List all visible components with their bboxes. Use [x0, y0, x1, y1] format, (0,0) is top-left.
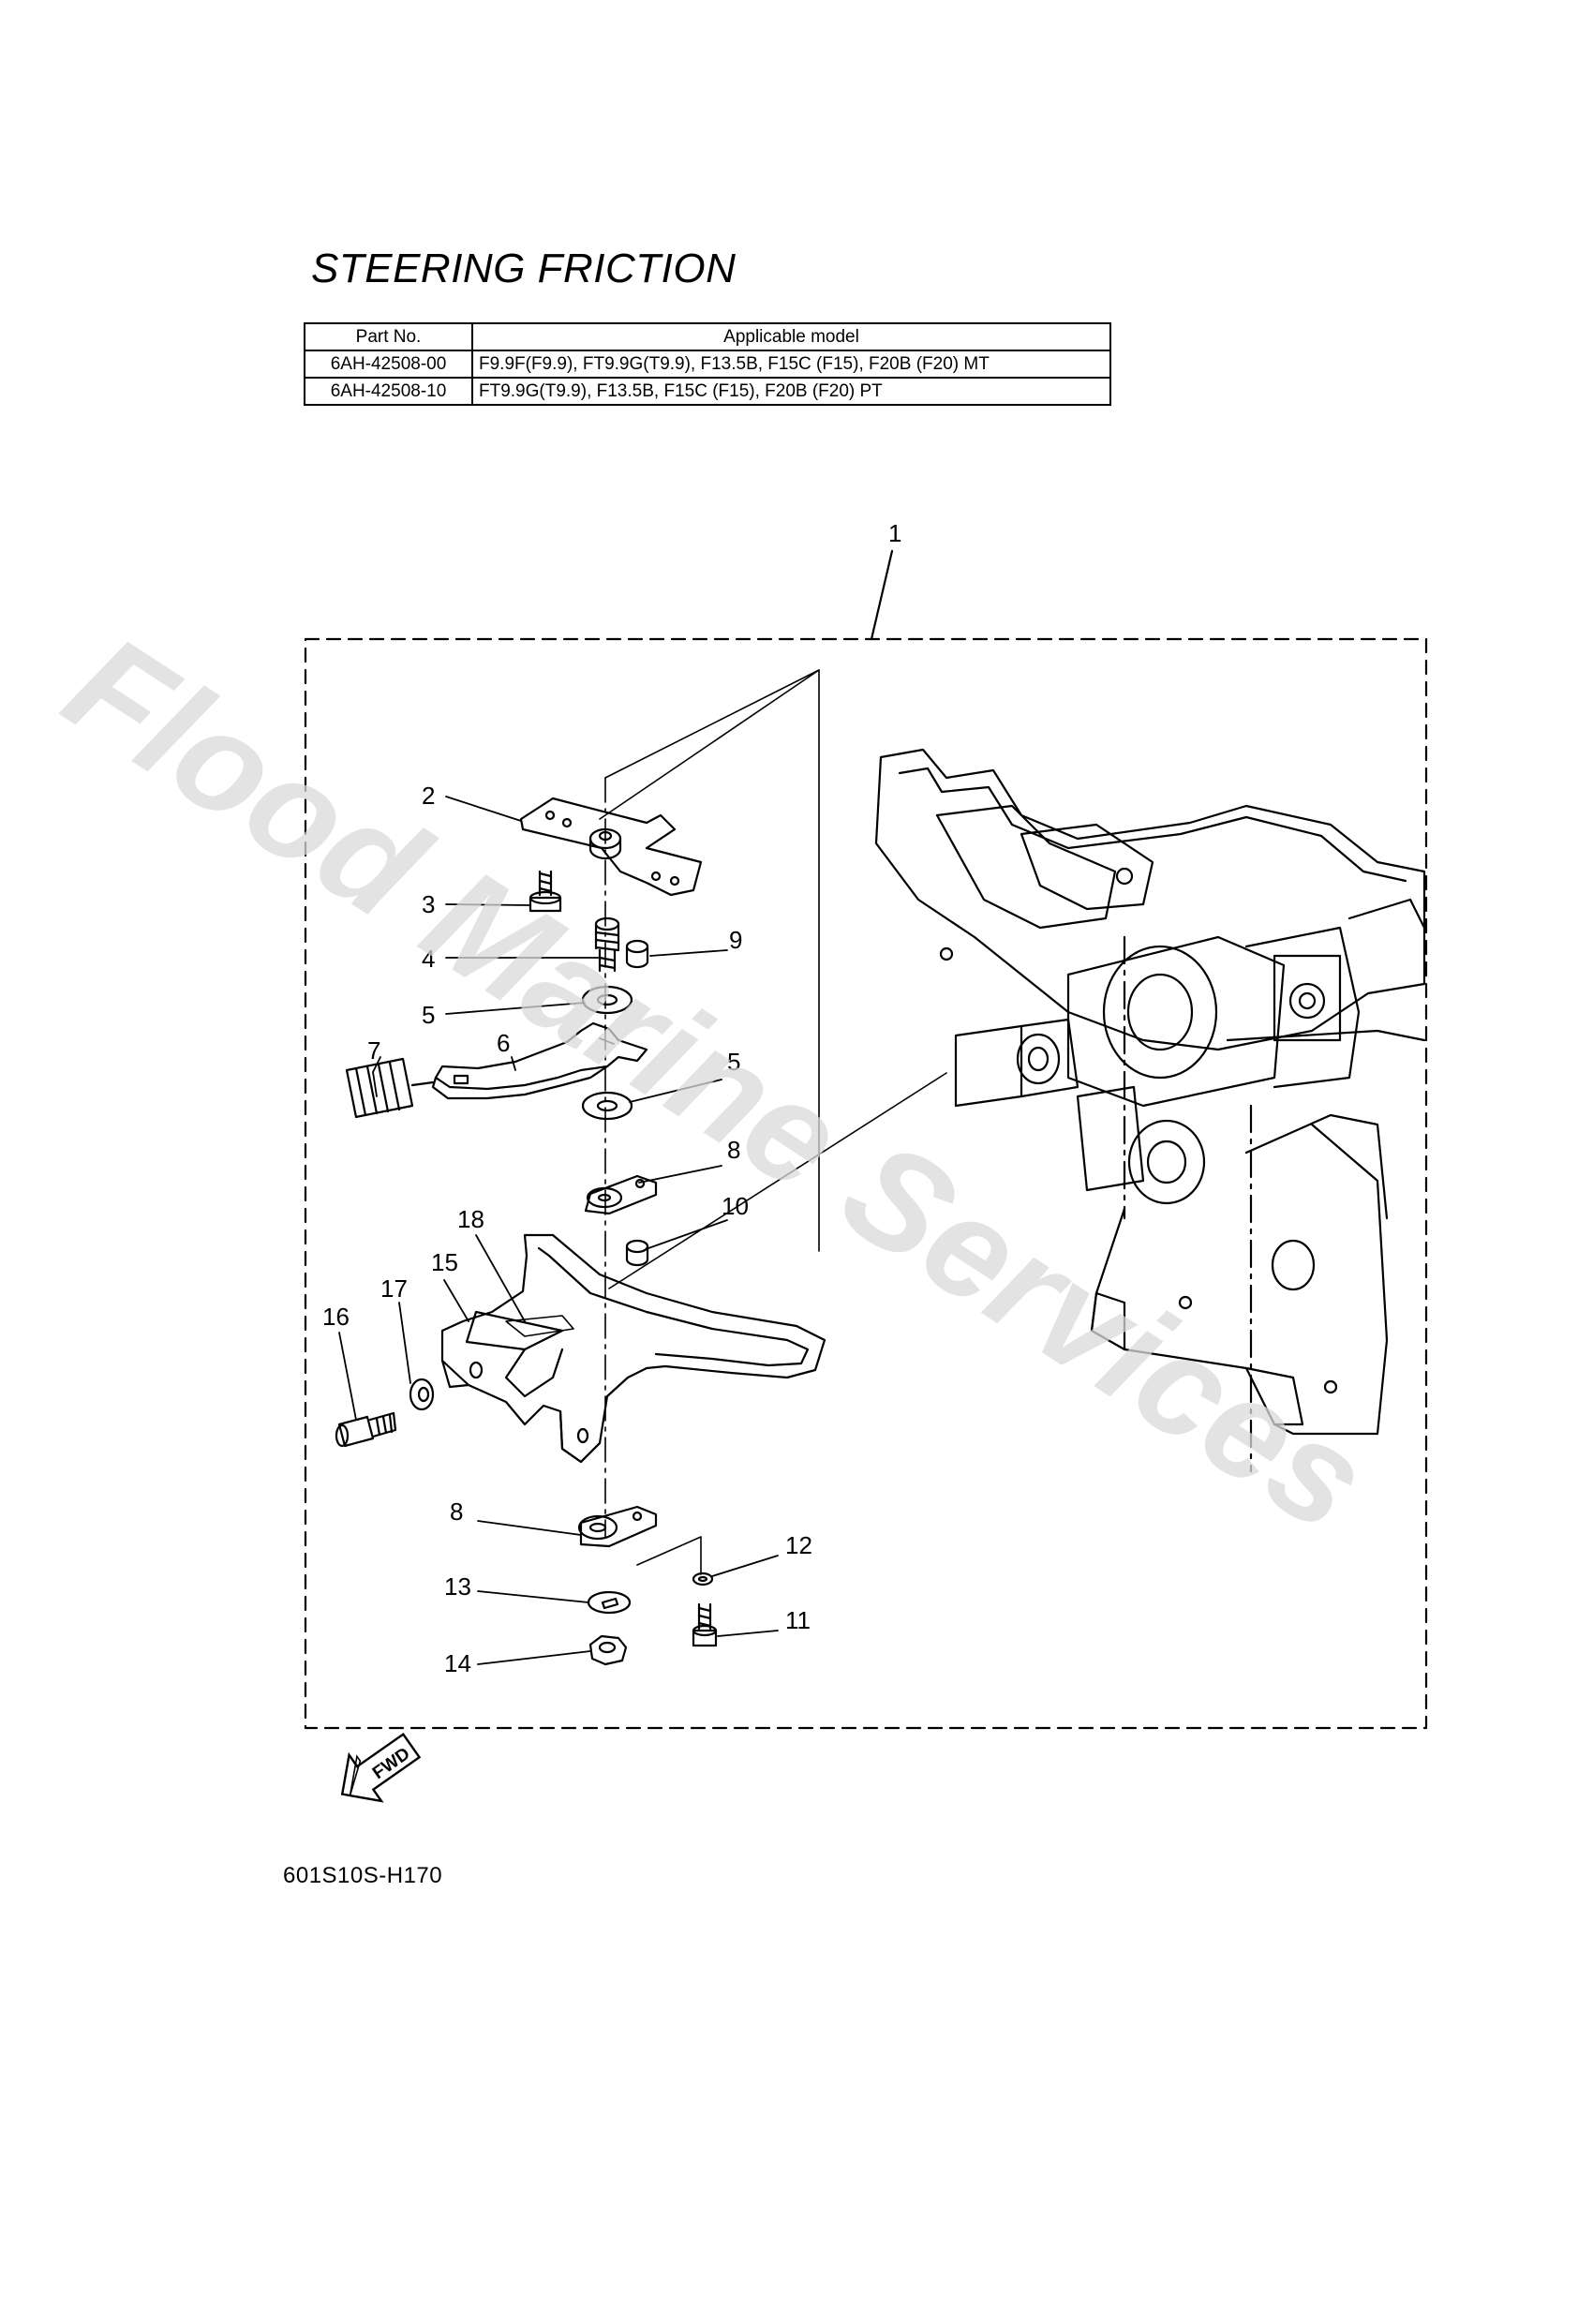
reference-plane-lines [599, 669, 820, 1252]
header-applicable-model: Applicable model [471, 322, 1111, 351]
callout-5: 5 [727, 1048, 740, 1076]
part-9-collar [625, 939, 649, 969]
callout-18: 18 [457, 1205, 484, 1233]
callout-2: 2 [422, 782, 435, 810]
leader-1 [870, 549, 894, 641]
part-7-grip [345, 1057, 435, 1119]
callout-13: 13 [444, 1572, 471, 1601]
callout-10: 10 [722, 1192, 749, 1220]
callout-7: 7 [367, 1036, 380, 1065]
bracket-assembly [874, 748, 1426, 1436]
part-2-friction-plate [519, 797, 703, 897]
table-row: 6AH-42508-10 FT9.9G(T9.9), F13.5B, F15C … [304, 377, 1111, 406]
part-16-bolt [335, 1411, 397, 1448]
callout-1: 1 [888, 519, 901, 547]
model-cell: F9.9F(F9.9), FT9.9G(T9.9), F13.5B, F15C … [471, 350, 1111, 379]
part-12-washer [692, 1572, 714, 1587]
page-title: STEERING FRICTION [311, 246, 737, 291]
part-8-friction-piece-upper [584, 1174, 658, 1215]
part-13-plate [587, 1590, 632, 1615]
callout-9: 9 [729, 926, 742, 954]
fwd-arrow-icon: FWD [340, 1732, 422, 1803]
callout-15: 15 [431, 1248, 458, 1276]
part-6-lever [431, 1021, 648, 1100]
callout-12: 12 [785, 1531, 812, 1559]
part-4-screw [594, 916, 620, 973]
callout-17: 17 [380, 1274, 408, 1303]
callout-3: 3 [422, 890, 435, 918]
part-15-friction-holder [440, 1233, 826, 1464]
callout-leaders [338, 796, 779, 1665]
part-8-friction-piece-lower [577, 1505, 658, 1548]
callout-4: 4 [422, 945, 435, 973]
part-10-collar [625, 1239, 649, 1267]
callout-11: 11 [785, 1606, 811, 1634]
axis-line [604, 669, 820, 779]
reference-plane-lines [636, 1536, 702, 1575]
diagram-code: 601S10S-H170 [283, 1863, 443, 1888]
callout-16: 16 [322, 1303, 350, 1331]
callout-8: 8 [450, 1497, 463, 1526]
part-17-washer [409, 1378, 435, 1411]
part-3-bolt [528, 870, 562, 913]
part-11-screw [692, 1602, 718, 1647]
part-5-washer-lower [581, 1091, 633, 1121]
model-cell: FT9.9G(T9.9), F13.5B, F15C (F15), F20B (… [471, 377, 1111, 406]
callout-8: 8 [727, 1136, 740, 1164]
callout-numbers: 1 2 3 4 5 6 7 5 8 9 10 18 15 17 16 8 12 … [322, 519, 901, 1677]
part-5-washer-upper [581, 985, 633, 1015]
table-header-row: Part No. Applicable model [304, 322, 1111, 351]
callout-6: 6 [497, 1029, 510, 1057]
reference-plane-lines [608, 1072, 947, 1289]
part-number-cell: 6AH-42508-00 [304, 350, 473, 379]
table-row: 6AH-42508-00 F9.9F(F9.9), FT9.9G(T9.9), … [304, 350, 1111, 379]
callout-5: 5 [422, 1001, 435, 1029]
part-14-nut [588, 1634, 628, 1666]
header-part-no: Part No. [304, 322, 473, 351]
callout-14: 14 [444, 1649, 471, 1677]
assembly-boundary [304, 637, 1428, 1730]
part-number-cell: 6AH-42508-10 [304, 377, 473, 406]
applicable-model-table: Part No. Applicable model 6AH-42508-00 F… [304, 322, 1111, 406]
